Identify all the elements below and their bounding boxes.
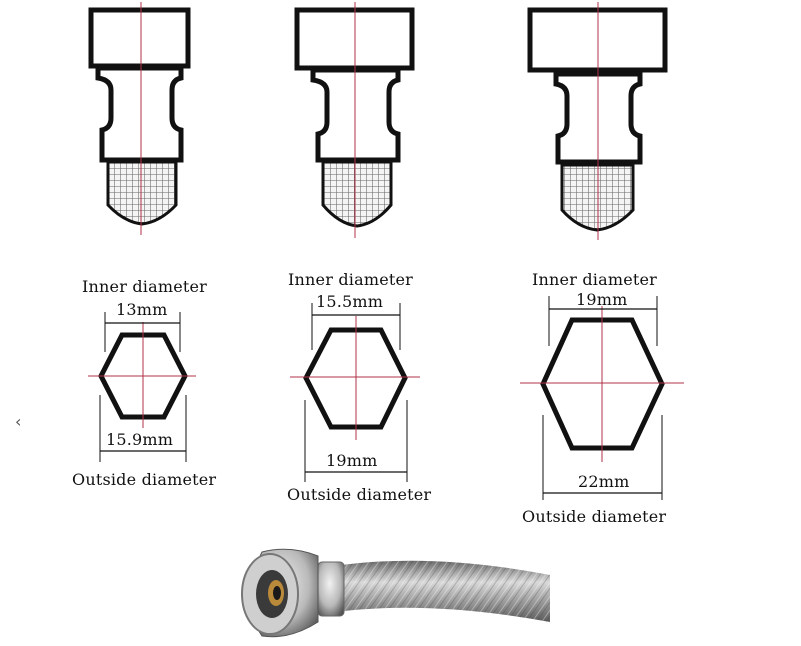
fitting-1 [88,2,191,235]
fitting-1-neck [95,65,184,163]
fitting-1-outside-value: 15.9mm [106,430,174,449]
fitting-2-outside-value: 19mm [326,451,378,470]
fitting-2-mesh-hose [321,160,393,228]
hose-braid [335,560,550,622]
fitting-2-inner-label: Inner diameter [288,270,414,289]
fitting-3-inner-value: 19mm [576,290,628,309]
hex-section-2 [290,303,420,482]
fitting-3 [527,2,668,240]
fitting-3-outside-label: Outside diameter [522,507,667,526]
fitting-1-mesh-hose [106,160,178,226]
fitting-3-inner-label: Inner diameter [532,270,658,289]
chevron-left-icon[interactable]: ‹ [15,412,22,431]
fitting-3-outside-value: 22mm [578,472,630,491]
hex-section-3 [520,296,684,500]
fitting-2-outside-label: Outside diameter [287,485,432,504]
braided-hose-photo-icon [241,548,550,638]
fitting-1-inner-label: Inner diameter [82,277,208,296]
hose-bore-hole [273,586,281,600]
hex-section-1 [88,312,196,462]
fitting-1-outside-label: Outside diameter [72,470,217,489]
fitting-1-inner-value: 13mm [116,300,168,319]
fitting-1-nut [88,7,191,69]
fitting-2-inner-value: 15.5mm [316,292,384,311]
fitting-2 [294,2,415,238]
hose-collar [317,561,345,617]
